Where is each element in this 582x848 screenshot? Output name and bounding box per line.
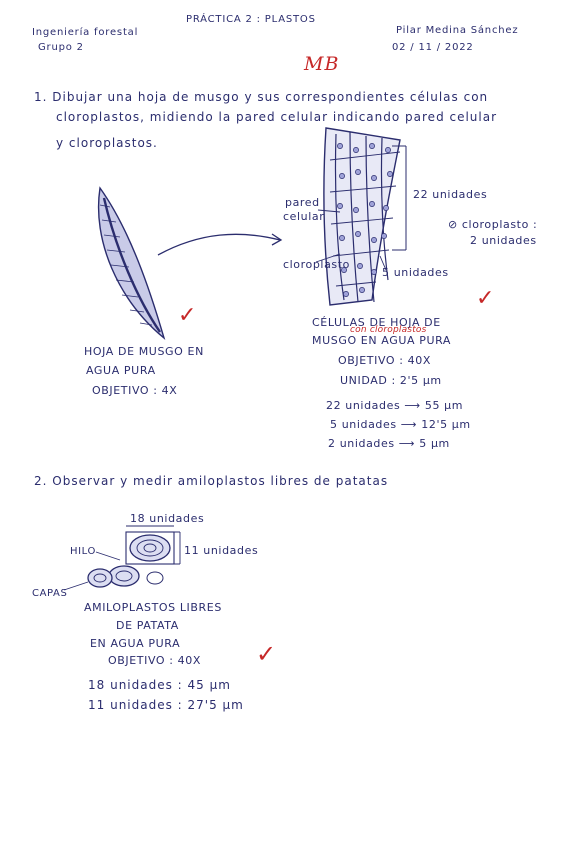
label-11-units: 11 unidades <box>184 544 259 557</box>
exercise1-line2: cloroplastos, midiendo la pared celular … <box>56 110 498 124</box>
label-cell-wall-2: celular <box>283 210 325 223</box>
label-layers: CAPAS <box>32 588 68 599</box>
cells-caption-1: CÉLULAS DE HOJA DE <box>312 316 441 329</box>
header-author: Pilar Medina Sánchez <box>396 25 519 36</box>
amyloplast-caption-3: EN AGUA PURA <box>90 637 181 650</box>
amyloplast-caption-1: AMILOPLASTOS LIBRES <box>84 601 222 614</box>
conversion-22-units: 22 unidades ⟶ 55 µm <box>326 399 464 412</box>
moss-cells-drawing <box>315 127 407 306</box>
header-group: Grupo 2 <box>38 42 84 53</box>
amyloplast-caption-4: OBJETIVO : 40X <box>108 654 201 667</box>
cells-caption-2: MUSGO EN AGUA PURA <box>312 334 452 347</box>
check-mark-leaf: ✓ <box>178 303 198 328</box>
label-5-units: 5 unidades <box>382 266 449 279</box>
label-hilum: HILO <box>70 546 96 557</box>
conversion-2-units: 2 unidades ⟶ 5 µm <box>328 437 450 450</box>
header-date: 02 / 11 / 2022 <box>392 42 474 53</box>
label-18-units: 18 unidades <box>130 512 205 525</box>
label-chloroplast: cloroplasto <box>283 258 350 271</box>
leaf-caption-2: AGUA PURA <box>86 364 156 377</box>
leaf-caption-1: HOJA DE MUSGO EN <box>84 345 204 358</box>
cells-caption-4: UNIDAD : 2'5 µm <box>340 374 442 387</box>
cells-caption-correction: con cloroplastos <box>350 325 427 335</box>
check-mark-amyloplast: ✓ <box>256 640 277 668</box>
label-diameter-2: 2 unidades <box>470 234 537 247</box>
arrow-icon <box>157 233 283 256</box>
header-title: PRÁCTICA 2 : PLASTOS <box>186 14 316 25</box>
check-mark-cells: ✓ <box>476 286 496 311</box>
conversion-5-units: 5 unidades ⟶ 12'5 µm <box>330 418 471 431</box>
exercise2-line1: 2. Observar y medir amiloplastos libres … <box>34 474 389 488</box>
cells-caption-3: OBJETIVO : 40X <box>338 354 431 367</box>
measurement-11-units: 11 unidades : 27'5 µm <box>88 698 244 712</box>
grade-mark: MB <box>304 53 340 75</box>
exercise1-line3: y cloroplastos. <box>56 136 158 150</box>
label-diameter-1: ⊘ cloroplasto : <box>448 218 538 231</box>
label-cell-wall-1: pared <box>285 196 320 209</box>
amyloplast-drawing <box>63 525 181 591</box>
leaf-caption-3: OBJETIVO : 4X <box>92 384 178 397</box>
header-subject: Ingeniería forestal <box>32 27 139 38</box>
label-22-units: 22 unidades <box>413 188 488 201</box>
moss-leaf-drawing <box>97 186 166 340</box>
measurement-18-units: 18 unidades : 45 µm <box>88 678 231 692</box>
exercise1-line1: 1. Dibujar una hoja de musgo y sus corre… <box>34 90 489 104</box>
amyloplast-caption-2: DE PATATA <box>116 619 179 632</box>
